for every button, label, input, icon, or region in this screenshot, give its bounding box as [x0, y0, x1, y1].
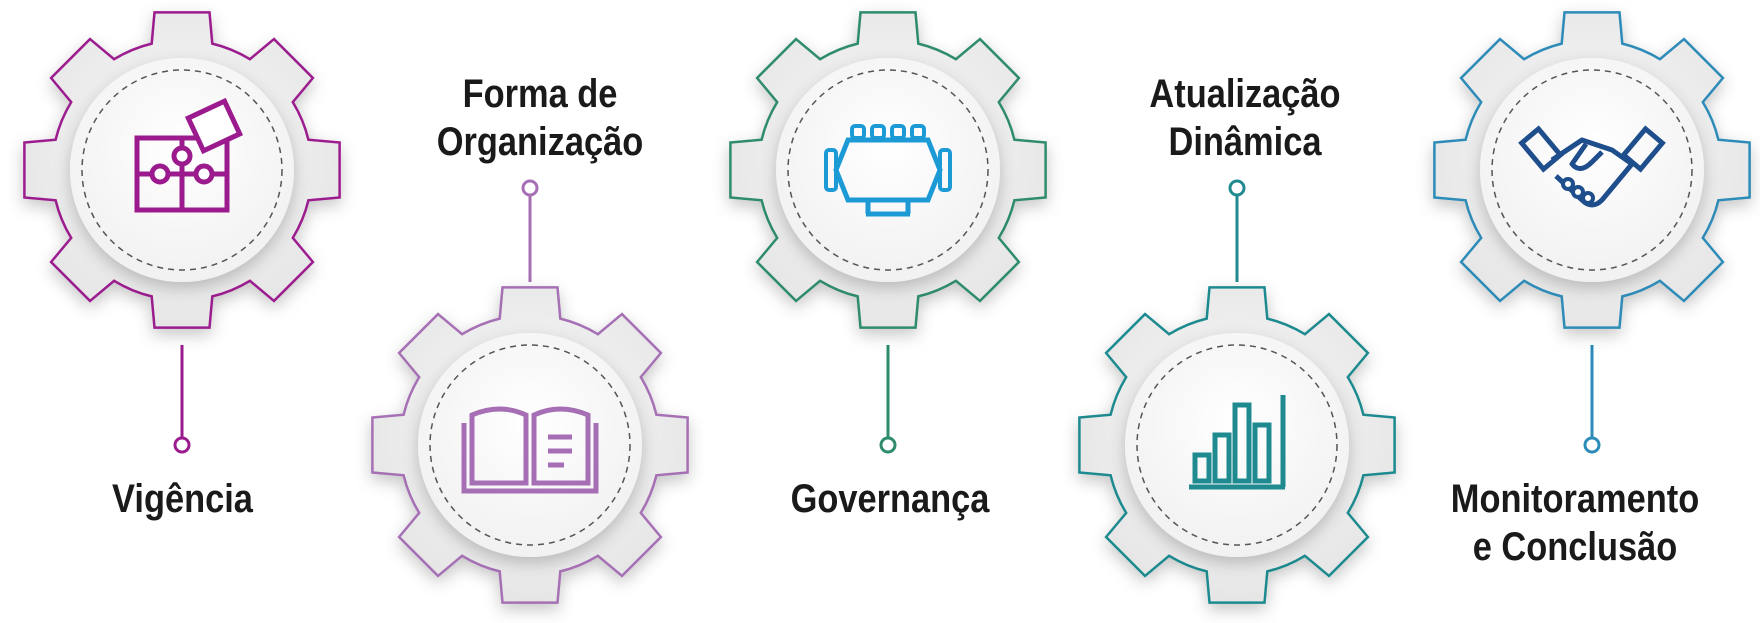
connector-dot — [1228, 179, 1246, 197]
step-label-monitoramento-e-conclusao: Monitoramento e Conclusão — [1446, 475, 1704, 571]
step-label-line: Organização — [436, 120, 644, 164]
step-label-line: Atualização — [1149, 72, 1341, 116]
step-label-line: Governança — [790, 477, 990, 521]
gear-vigencia — [23, 11, 341, 454]
step-label-line: Dinâmica — [1168, 120, 1322, 164]
handshake-icon — [1518, 125, 1666, 208]
step-label-governanca: Governança — [787, 475, 993, 523]
gear-atualizacao — [1078, 179, 1396, 604]
open-book-icon — [461, 406, 599, 494]
step-label-forma-de-organizacao: Forma de Organização — [428, 70, 652, 166]
gear-forma — [371, 179, 689, 604]
connector-dot — [1583, 436, 1601, 454]
dashed-ring — [1491, 69, 1693, 271]
step-label-line: Monitoramento — [1450, 477, 1700, 521]
gear-inner-disc — [1480, 58, 1704, 282]
dashed-ring — [429, 344, 631, 546]
gear-monitoramento — [1433, 11, 1751, 454]
dashed-ring — [787, 69, 989, 271]
dashed-ring — [81, 69, 283, 271]
puzzle-icon — [134, 97, 244, 213]
connector-dot — [173, 436, 191, 454]
step-label-atualizacao-dinamica: Atualização Dinâmica — [1138, 70, 1353, 166]
step-label-line: e Conclusão — [1472, 525, 1678, 569]
step-label-vigencia: Vigência — [103, 475, 262, 523]
connector-dot — [879, 436, 897, 454]
step-label-line: Forma de — [462, 72, 618, 116]
meeting-table-icon — [824, 124, 952, 217]
connector-dot — [521, 179, 539, 197]
step-label-line: Vigência — [112, 477, 253, 521]
dashed-ring — [1136, 344, 1338, 546]
bar-chart-icon — [1189, 395, 1286, 490]
gear-inner-disc — [418, 333, 642, 557]
gear-governanca — [729, 11, 1047, 454]
gear-inner-disc — [776, 58, 1000, 282]
